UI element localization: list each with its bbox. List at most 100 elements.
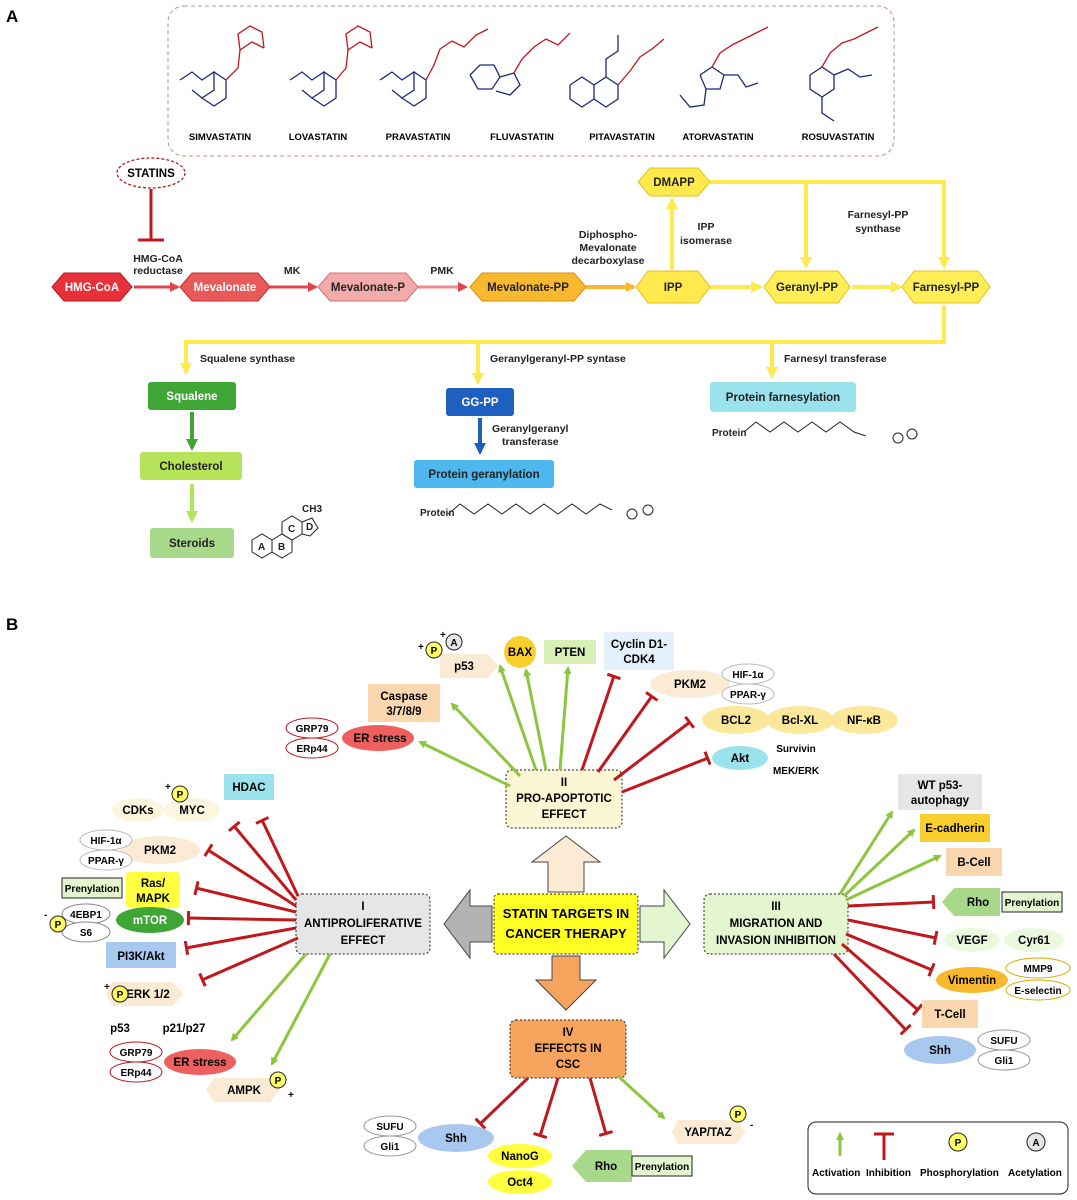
enzyme-ipp-isomerase-1: IPP [698,221,715,233]
enzyme-gg-transferase-1: Geranylgeranyl [492,423,569,435]
effect-ii-arrows [418,664,712,794]
svg-text:P: P [275,1076,282,1087]
center-line2: CANCER THERAPY [505,926,627,941]
steroid-structure-icon [251,515,319,559]
ii-bax-label: BAX [508,647,533,659]
svg-text:P: P [55,920,62,931]
ii-erp44-label: ERp44 [296,744,328,755]
iii-rho: Rho Prenylation [942,888,1063,916]
statins-label: STATINS [127,168,175,180]
drug-rosuvastatin: ROSUVASTATIN [802,132,875,143]
ii-pkm2: PKM2 HIF-1α PPAR-γ [650,663,775,705]
ggpp-label: GG-PP [461,397,498,409]
statin-structures-box [167,5,895,157]
farnesylation-protein-label: Protein [712,428,746,439]
ii-er-stress-label: ER stress [353,733,406,745]
ii-p53-acetyl-icon [445,633,463,651]
svg-text:A: A [450,638,457,649]
i-pi3k: PI3K/Akt [106,942,176,968]
mevalonate-label: Mevalonate [194,282,257,294]
effect-iii-line2: INVASION INHIBITION [716,935,836,947]
ii-survivin-label: Survivin [776,744,815,755]
mevalonate-p-label: Mevalonate-P [331,282,405,294]
iv-rho-label: Rho [595,1161,617,1173]
block-arrow-down [534,955,598,1011]
ii-mekerk-label: MEK/ERK [773,766,820,777]
legend-acetylation-label: Acetylation [1008,1168,1062,1179]
squalene-label: Squalene [166,391,217,403]
enzyme-squalene-synthase: Squalene synthase [200,353,295,365]
legend-phosphorylation-icon [948,1132,968,1152]
i-mtor-phospho-icon [49,915,67,933]
iii-shh: Shh SUFU Gli1 [904,1029,1031,1071]
pravastatin-structure-icon [379,28,489,107]
i-mtor-label: mTOR [133,915,168,927]
svg-text:P: P [955,1138,962,1149]
ii-akt: Akt Survivin MEK/ERK [712,738,828,780]
enzyme-labels: HMG-CoA reductase MK PMK Diphospho- Meva… [133,209,908,448]
svg-text:P: P [735,1110,742,1121]
iii-sufu-label: SUFU [990,1036,1017,1047]
effect-box-ii: II PRO-APOPTOTIC EFFECT [505,769,623,829]
iv-nanog-oct4: NanoG Oct4 [488,1144,552,1194]
iv-rho: Rho Prenylation [572,1150,693,1182]
enzyme-farnesyl-transferase: Farnesyl transferase [784,353,887,365]
node-dmapp: DMAPP [637,167,711,197]
ii-bcl2-label: BCL2 [721,715,751,727]
i-s6-label: S6 [80,928,93,939]
ii-p53: p53 P A + + [418,630,498,678]
i-grp79-label: GRP79 [120,1048,153,1059]
iii-vegf: VEGF Cyr61 [944,928,1064,952]
svg-text:+: + [440,630,446,641]
node-ggpp: GG-PP [446,388,514,416]
i-ras-line1: Ras/ [141,878,166,890]
node-ipp: IPP [635,270,711,304]
ii-bclxl-label: Bcl-XL [782,715,818,727]
i-hdac: HDAC [224,774,274,800]
lovastatin-structure-icon [289,25,373,107]
effect-i-num: I [361,901,364,913]
i-ras: Prenylation Ras/ MAPK [61,872,180,908]
enzyme-hmg-reductase-1: HMG-CoA [133,253,183,265]
legend-phosphorylation-label: Phosphorylation [920,1168,999,1179]
enzyme-mk: MK [284,265,301,277]
ii-akt-label: Akt [731,753,750,765]
farnesyl-pp-label: Farnesyl-PP [913,282,980,294]
node-mevalonate-p: Mevalonate-P [317,272,419,302]
steroids-label: Steroids [169,538,215,550]
iii-tcell-label: T-Cell [934,1009,965,1021]
ii-nfkb-label: NF-κB [847,715,881,727]
enzyme-diphospho-3: decarboxylase [572,255,645,267]
ring-d-label: D [306,522,313,533]
iv-prenylation-label: Prenylation [635,1162,689,1173]
effect-iv-line1: EFFECTS IN [534,1043,601,1055]
iv-oct4-label: Oct4 [507,1177,533,1189]
statin-drug-names: SIMVASTATIN LOVASTATIN PRAVASTATIN FLUVA… [189,132,875,143]
ii-caspase-line1: Caspase [380,691,427,703]
ii-p53-label: p53 [454,661,474,673]
node-protein-geranylation: Protein geranylation [414,460,554,488]
legend-acetylation-icon [1026,1132,1046,1152]
drug-lovastatin: LOVASTATIN [289,132,348,143]
iii-wt-p53: WT p53- autophagy [898,774,982,810]
atorvastatin-structure-icon [679,26,769,108]
ii-p53-phospho-icon [425,641,443,659]
i-erk-phospho-icon [111,985,129,1003]
effect-i-line1: ANTIPROLIFERATIVE [304,918,422,930]
i-ampk: AMPK P + [206,1071,294,1102]
ring-b-label: B [278,542,285,553]
effect-ii-num: II [561,777,567,789]
effect-i-line2: EFFECT [341,935,386,947]
rosuvastatin-structure-icon [809,26,879,122]
iii-mmp9-label: MMP9 [1024,964,1053,975]
ii-pten-label: PTEN [555,647,586,659]
node-protein-farnesylation: Protein farnesylation [710,382,856,412]
enzyme-ggpp-synthase: Geranylgeranyl-PP syntase [490,353,626,365]
arrow-farnesylpp-squalene [180,306,946,375]
svg-text:+: + [165,782,171,793]
block-arrow-left [443,888,493,960]
statins-oval [116,157,186,189]
i-pkm2-label: PKM2 [144,845,176,857]
enzyme-ipp-isomerase-2: isomerase [680,235,732,247]
ii-bcl: BCL2 Bcl-XL NF-κB [702,706,898,734]
